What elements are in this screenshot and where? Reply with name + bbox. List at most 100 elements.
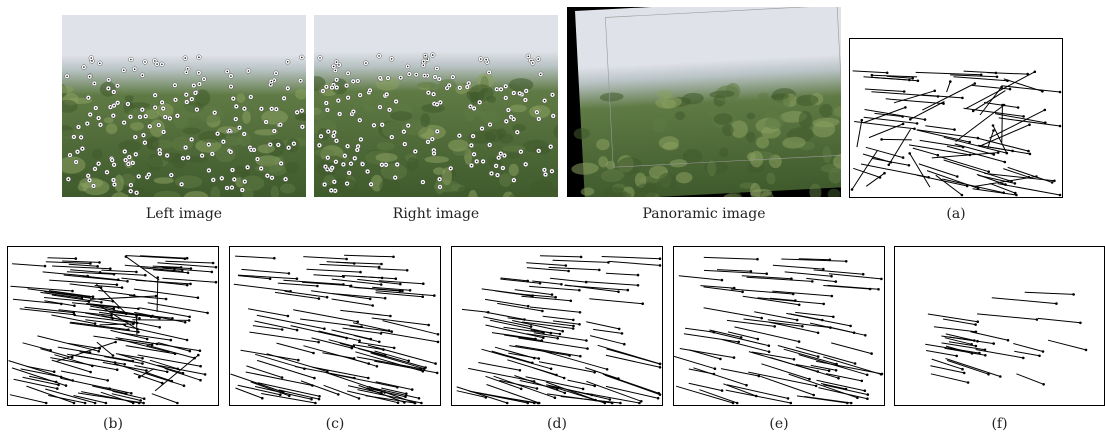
motion-vector xyxy=(98,311,140,319)
feature-point-center xyxy=(148,173,150,176)
feature-point-center xyxy=(439,186,441,188)
motion-vector xyxy=(989,182,1016,194)
motion-vector-end-dot xyxy=(112,307,116,310)
motion-vector xyxy=(514,289,553,296)
motion-vector-end-dot xyxy=(110,314,113,317)
feature-point-center xyxy=(270,108,273,110)
motion-vector xyxy=(365,395,415,404)
motion-vector xyxy=(1037,317,1081,324)
motion-vector xyxy=(997,183,1061,196)
feature-point-center xyxy=(365,62,367,64)
tree-blob xyxy=(504,152,521,159)
feature-point-center xyxy=(354,157,356,160)
motion-vector-end-dot xyxy=(844,387,848,391)
motion-vector xyxy=(60,370,108,381)
motion-vector xyxy=(915,71,982,76)
tree-blob xyxy=(616,157,642,175)
feature-point-center xyxy=(124,159,127,161)
tree-blob xyxy=(331,78,348,95)
tree-blob xyxy=(682,148,703,165)
feature-point-center xyxy=(156,63,158,65)
feature-point-center xyxy=(67,178,70,180)
motion-vector xyxy=(818,387,868,400)
motion-vector-end-dot xyxy=(992,129,995,132)
motion-vector-end-dot xyxy=(971,109,975,113)
motion-vector-end-dot xyxy=(526,304,530,308)
motion-vector xyxy=(507,317,574,327)
motion-vector-end-dot xyxy=(394,277,398,280)
motion-vector-end-dot xyxy=(739,336,743,339)
motion-vector-end-dot xyxy=(158,317,161,320)
motion-vector-end-dot xyxy=(142,401,145,405)
feature-point-center xyxy=(191,98,193,100)
motion-vector-end-dot xyxy=(281,390,285,394)
motion-vector-end-dot xyxy=(86,274,89,278)
motion-vector-end-dot xyxy=(383,296,387,300)
motion-vector xyxy=(341,275,383,279)
motion-vector-end-dot xyxy=(756,337,760,341)
tree-blob xyxy=(719,147,729,158)
motion-vector xyxy=(943,136,1007,154)
motion-vector xyxy=(804,396,852,404)
motion-vector xyxy=(500,277,528,282)
motion-vector-end-dot xyxy=(1006,338,1010,342)
motion-vector xyxy=(374,350,409,362)
motion-vector-end-dot xyxy=(571,327,575,330)
motion-vector xyxy=(871,91,939,97)
tree-blob xyxy=(508,163,519,177)
feature-point-center xyxy=(385,93,388,96)
motion-vector-end-dot xyxy=(206,311,209,315)
motion-vector xyxy=(693,367,747,386)
motion-vector xyxy=(518,337,588,350)
motion-vector-end-dot xyxy=(417,397,421,400)
feature-point-center xyxy=(438,78,441,80)
motion-vector-end-dot xyxy=(598,268,601,272)
motion-vector xyxy=(112,390,145,400)
tree-blob xyxy=(314,108,327,120)
feature-point-center xyxy=(86,122,89,125)
feature-point-center xyxy=(347,96,349,99)
motion-vector xyxy=(54,354,93,367)
motion-vector xyxy=(538,361,595,373)
motion-vector xyxy=(461,308,489,313)
feature-point-center xyxy=(369,89,371,92)
motion-vector xyxy=(311,337,352,349)
motion-vector xyxy=(519,380,558,390)
motion-vector xyxy=(542,315,574,321)
motion-vector xyxy=(352,344,384,351)
tree-blob xyxy=(236,93,246,103)
motion-vector-end-dot xyxy=(720,389,724,392)
motion-vector xyxy=(983,102,1019,108)
feature-point-center xyxy=(142,134,145,136)
motion-vector-end-dot xyxy=(976,136,980,140)
motion-vector-end-dot xyxy=(73,304,76,307)
motion-vector xyxy=(128,295,167,300)
feature-point-center xyxy=(299,79,302,82)
feature-point-center xyxy=(241,189,244,191)
feature-point-center xyxy=(326,109,329,111)
motion-vector xyxy=(825,373,862,382)
motion-vector-end-dot xyxy=(313,376,316,380)
motion-vector-end-dot xyxy=(936,153,940,157)
motion-vector-end-dot xyxy=(765,272,768,275)
motion-vector-end-dot xyxy=(987,170,990,173)
feature-point-center xyxy=(395,100,397,103)
motion-vector-end-dot xyxy=(526,279,529,283)
feature-point-center xyxy=(194,92,197,94)
motion-vector-end-dot xyxy=(636,273,640,277)
motion-vector xyxy=(40,348,73,359)
motion-vector-end-dot xyxy=(314,401,317,405)
feature-point-center xyxy=(378,55,380,57)
motion-vector xyxy=(233,283,291,292)
motion-vector-end-dot xyxy=(541,309,544,313)
motion-vector-end-dot xyxy=(755,394,758,398)
motion-vector-end-dot xyxy=(56,387,59,390)
motion-vector-end-dot xyxy=(877,288,880,291)
feature-point-center xyxy=(352,80,354,83)
feature-point-center xyxy=(284,178,287,180)
motion-vector xyxy=(73,395,107,404)
motion-vector xyxy=(954,143,994,155)
motion-vector-end-dot xyxy=(1050,181,1054,184)
motion-vector-end-dot xyxy=(585,339,588,342)
feature-point-center xyxy=(390,58,393,60)
